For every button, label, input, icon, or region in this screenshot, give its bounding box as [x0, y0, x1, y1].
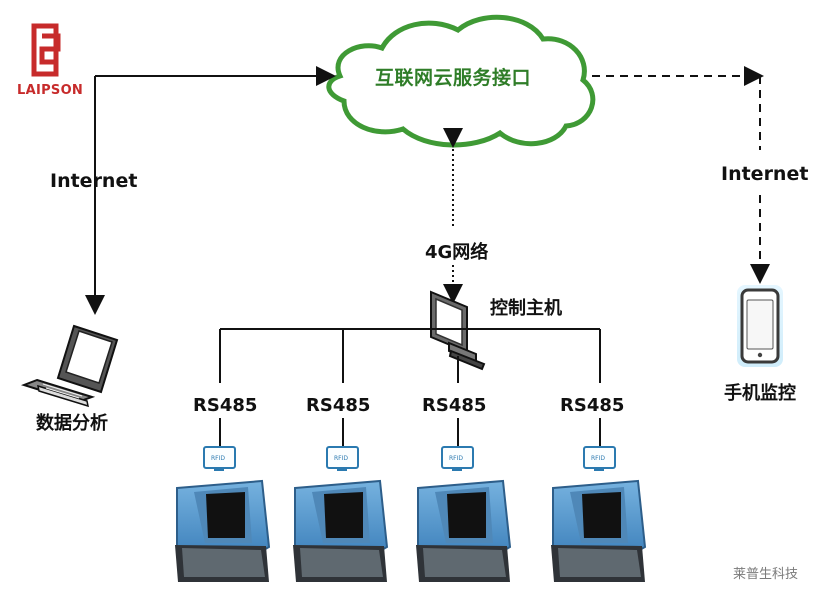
logo-inner-shape: [39, 33, 61, 65]
cloud-outline: [326, 14, 596, 148]
rfid-reader-3: RFID: [441, 446, 474, 471]
brand-logo: [31, 23, 61, 77]
bus-label-4: RS485: [560, 395, 625, 416]
rfid-reader-2: RFID: [326, 446, 359, 471]
feeder-station-1: [175, 479, 271, 582]
internet-right-label: Internet: [721, 163, 809, 185]
rfid-label-3: RFID: [449, 455, 463, 462]
rfid-reader-4: RFID: [583, 446, 616, 471]
network-label: 4G网络: [425, 242, 489, 263]
analysis-label: 数据分析: [36, 413, 108, 434]
cloud-icon: [326, 14, 596, 148]
feeder-station-2: [293, 479, 389, 582]
footer-brand: 莱普生科技: [733, 567, 799, 582]
internet-left-label: Internet: [50, 170, 138, 192]
rfid-reader-1: RFID: [203, 446, 236, 471]
monitor-icon: [430, 290, 486, 371]
logo-text: LAIPSON: [17, 83, 84, 98]
smartphone-icon: [737, 285, 783, 367]
rfid-label-2: RFID: [334, 455, 348, 462]
bus-label-3: RS485: [422, 395, 487, 416]
phone-label: 手机监控: [724, 383, 796, 404]
feeder-station-4: [551, 479, 647, 582]
feeder-station-3: [416, 479, 512, 582]
bus-label-2: RS485: [306, 395, 371, 416]
bus-label-1: RS485: [193, 395, 258, 416]
rfid-label-1: RFID: [211, 455, 225, 462]
laptop-icon: [20, 324, 119, 408]
rfid-label-4: RFID: [591, 455, 605, 462]
host-label: 控制主机: [490, 298, 562, 319]
cloud-label: 互联网云服务接口: [375, 67, 532, 89]
